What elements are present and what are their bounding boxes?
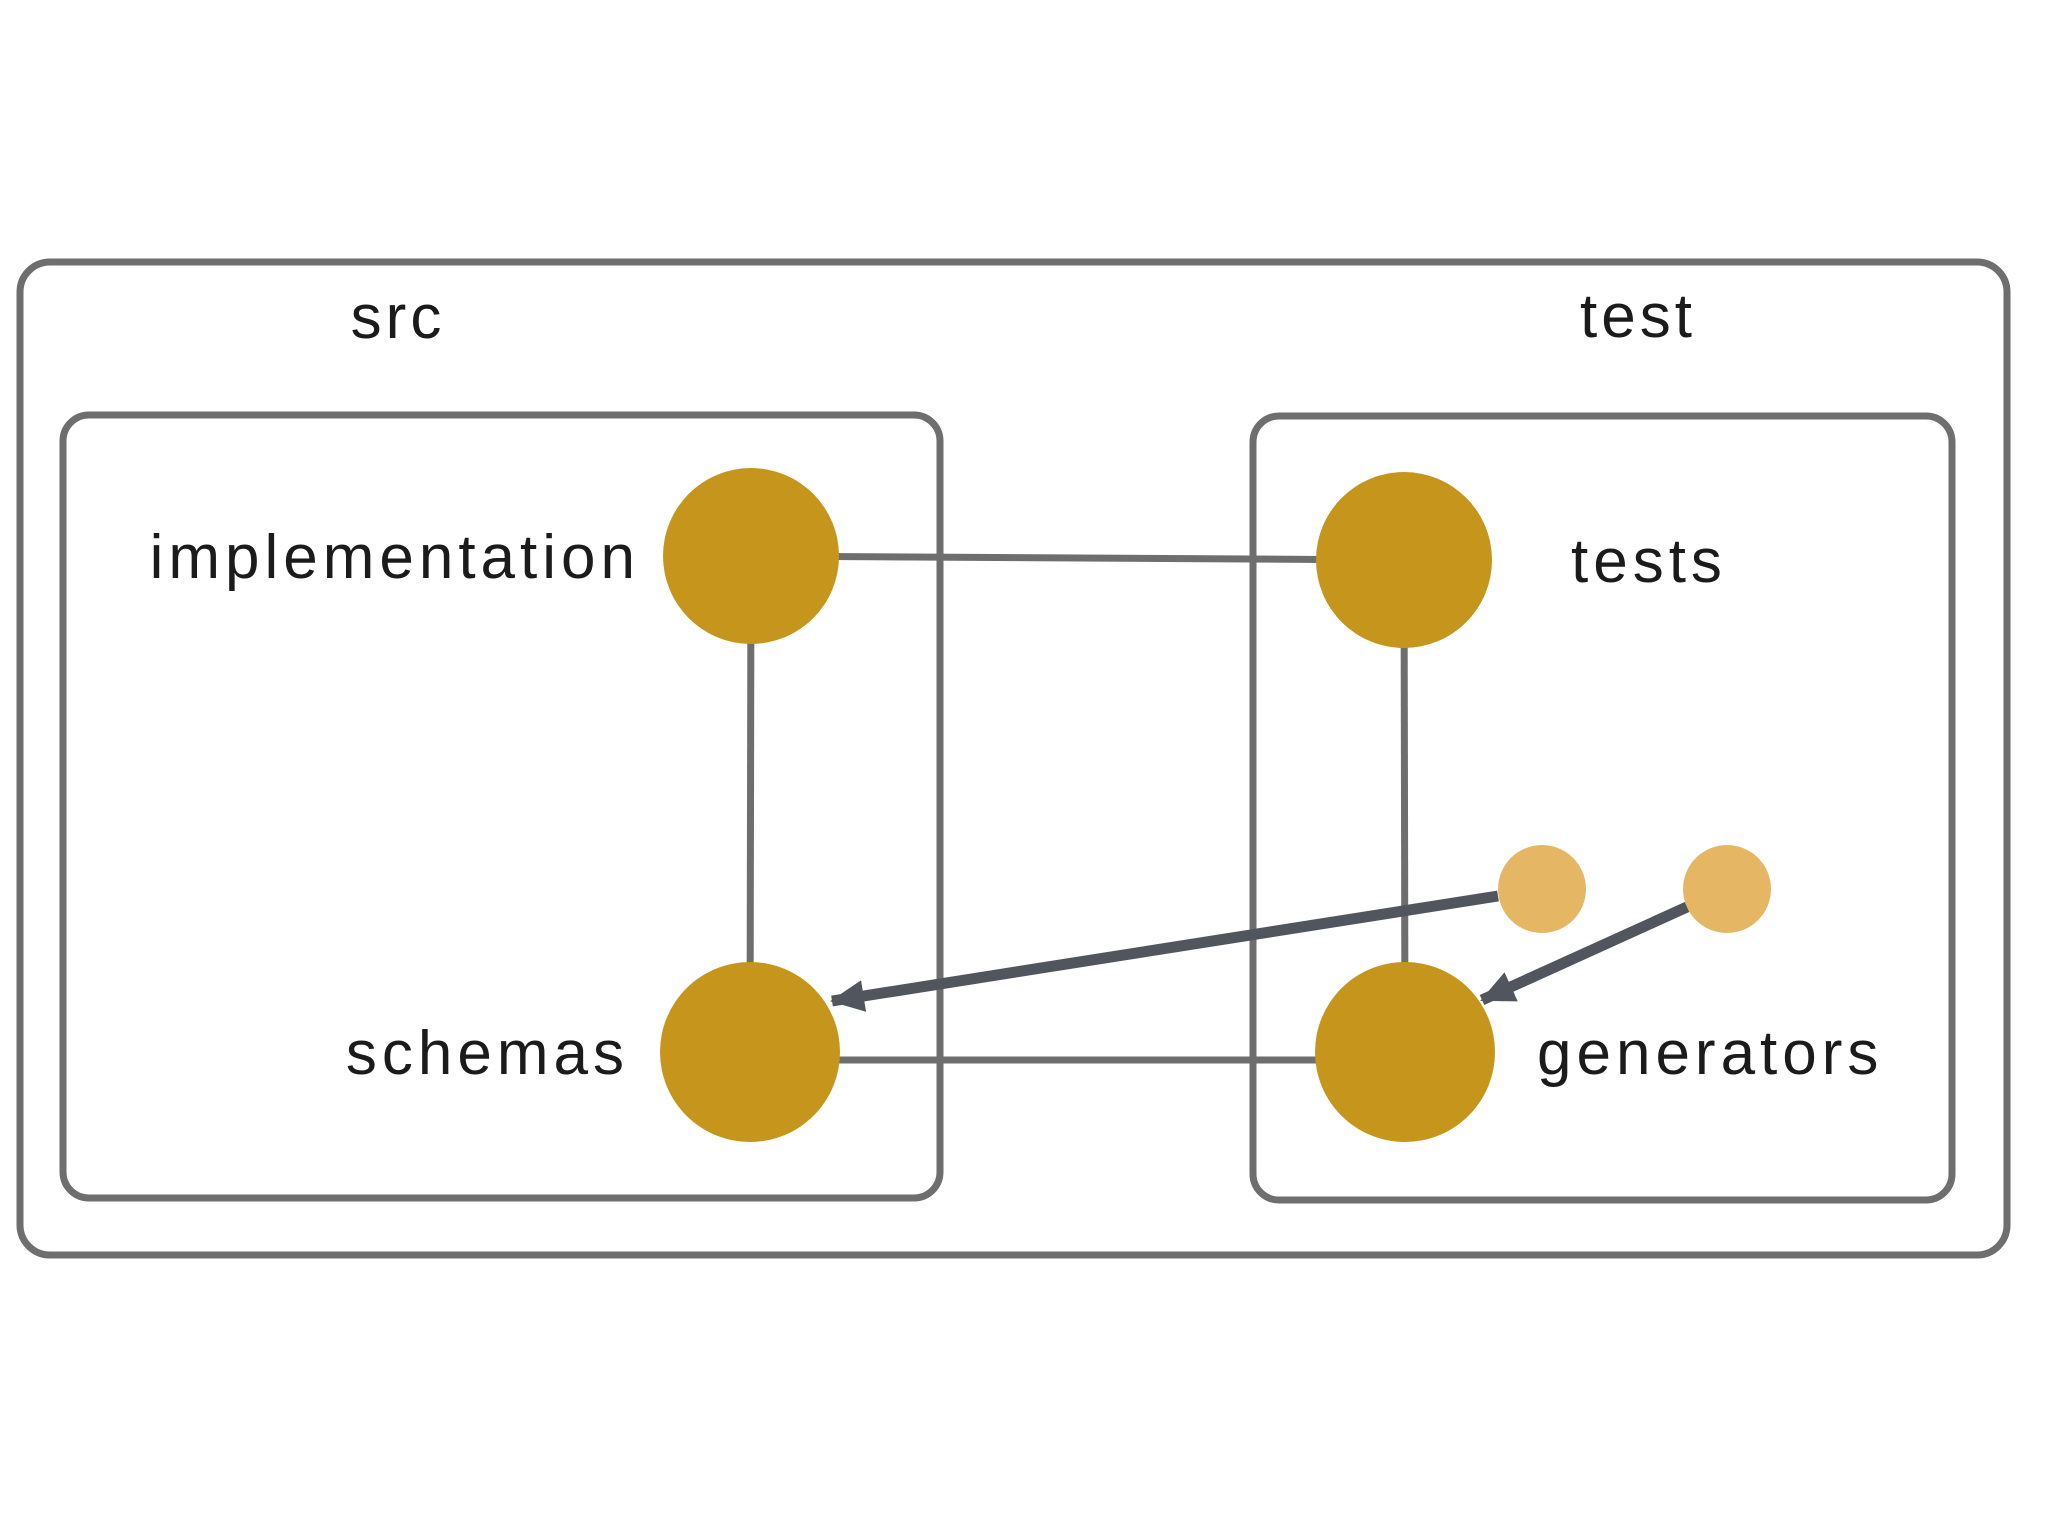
node-tests xyxy=(1316,472,1492,648)
node-label-implementation: implementation xyxy=(150,523,640,592)
group-label-src: src xyxy=(351,283,446,352)
node-schemas xyxy=(660,962,840,1142)
node-label-generators: generators xyxy=(1537,1019,1883,1088)
node-label-schemas: schemas xyxy=(346,1019,629,1088)
arrow-small1-to-schemas xyxy=(830,890,1499,1012)
node-implementation xyxy=(663,468,839,644)
node-generators xyxy=(1315,962,1495,1142)
node-small-1 xyxy=(1498,845,1586,933)
src-group-box xyxy=(59,411,944,1202)
test-group-box xyxy=(1249,412,1956,1204)
node-small-2 xyxy=(1683,845,1771,933)
outer-container-box xyxy=(16,258,2011,1259)
group-label-test: test xyxy=(1580,282,1696,351)
arrow-small2-to-generators xyxy=(1479,901,1690,1006)
edge-implementation-tests xyxy=(750,552,1405,564)
node-label-tests: tests xyxy=(1571,527,1727,596)
